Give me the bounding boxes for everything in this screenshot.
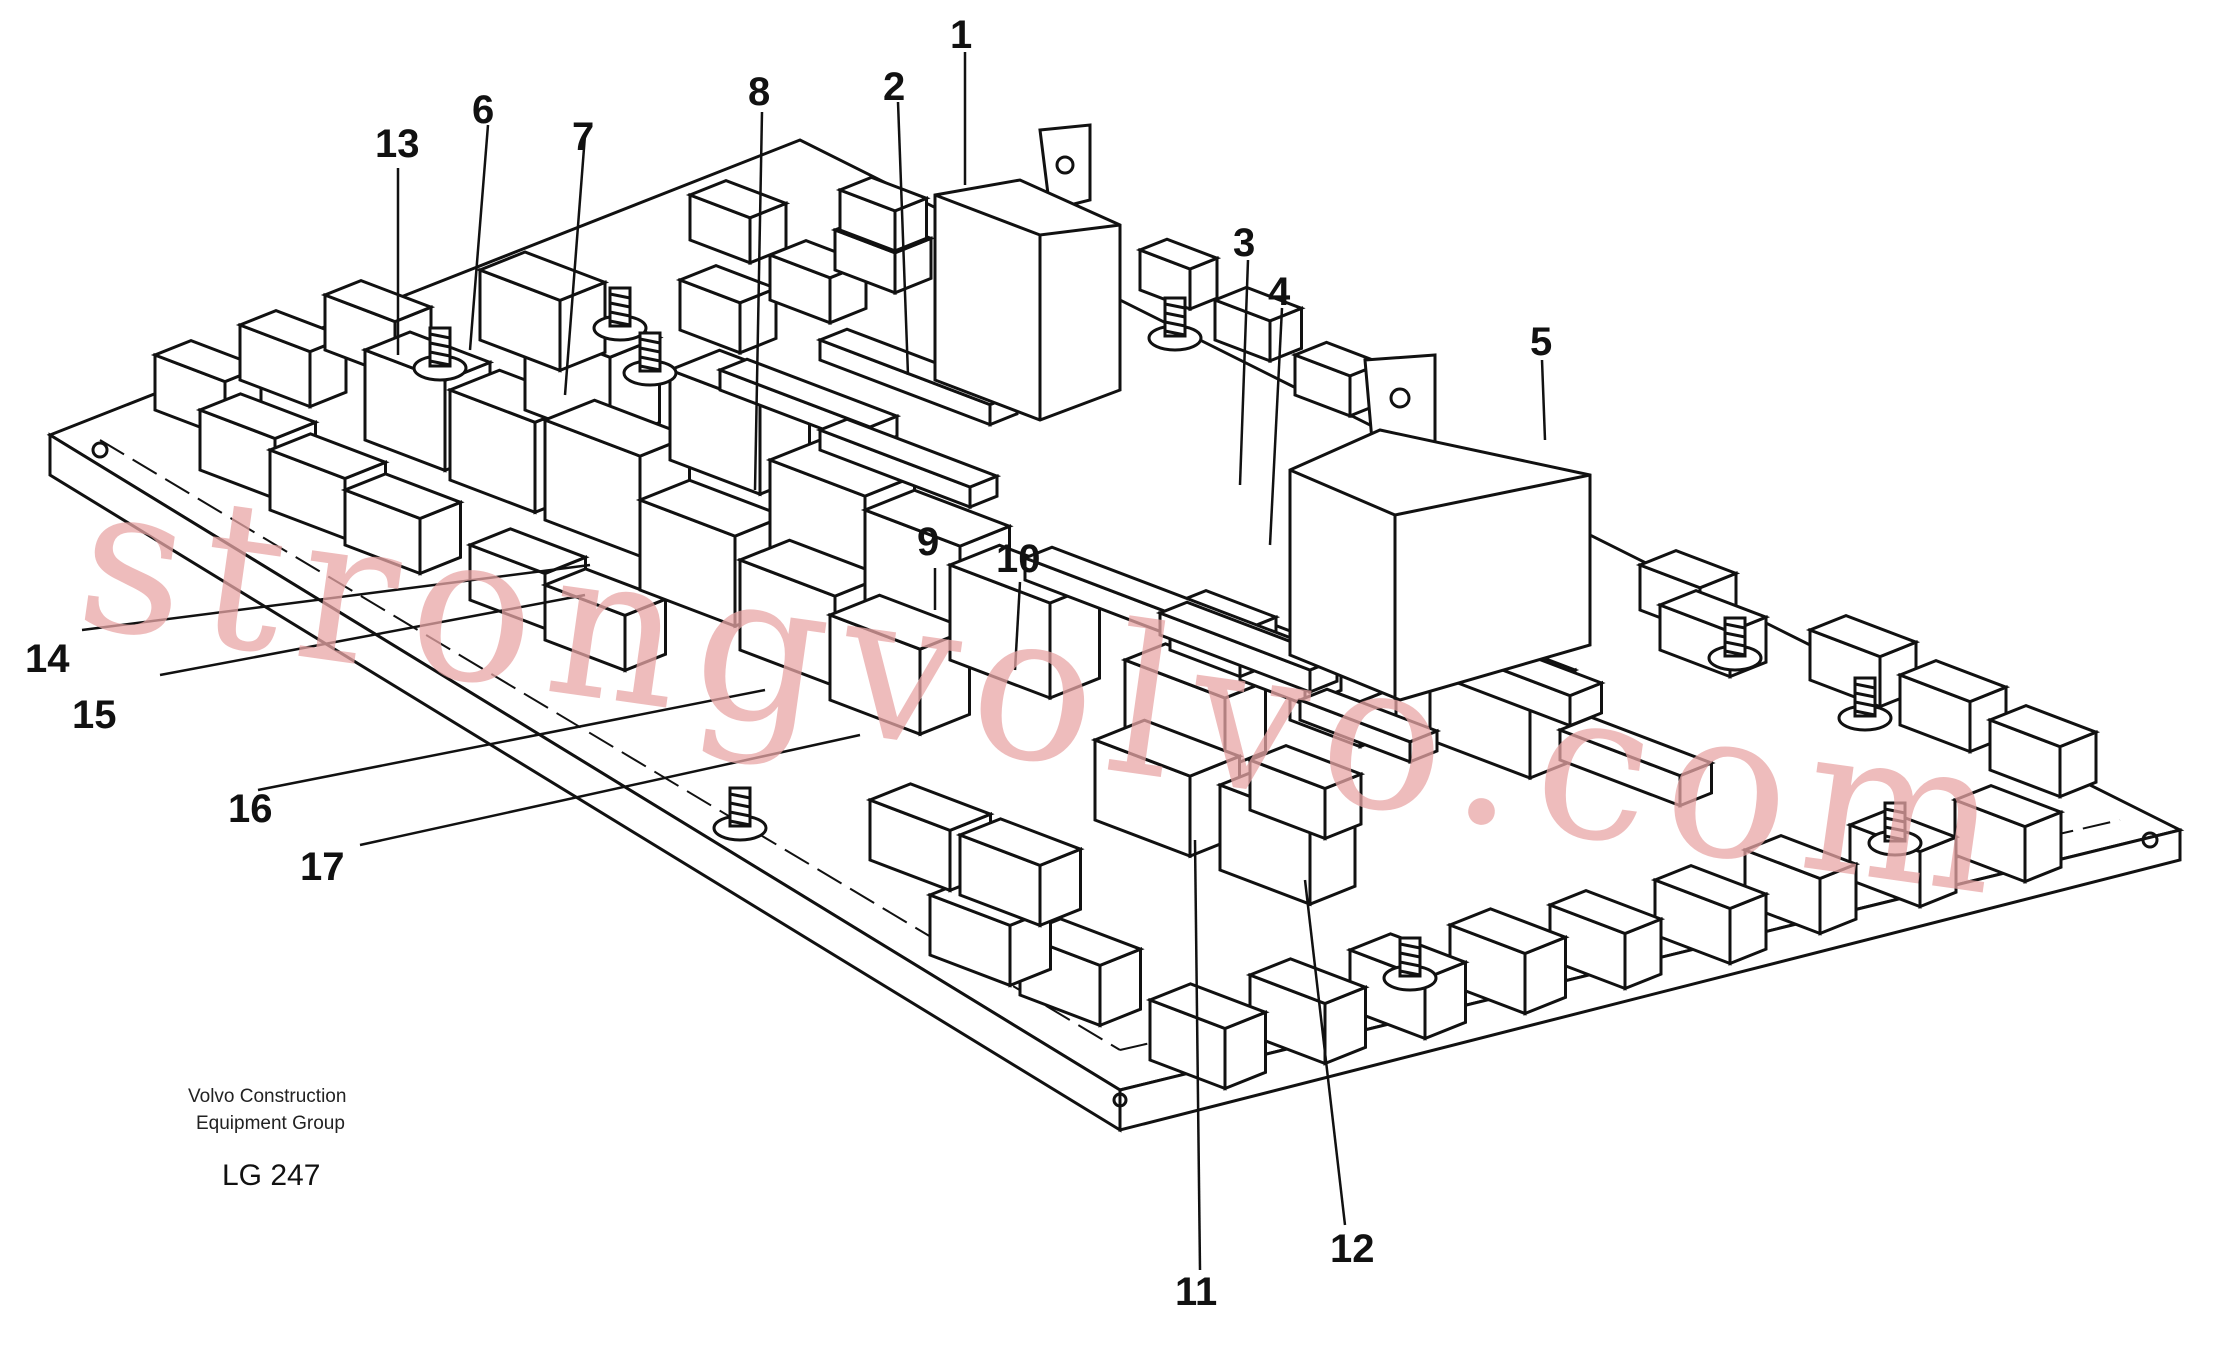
- callout-10: 10: [996, 537, 1041, 581]
- board-component: [1445, 907, 1570, 1016]
- mounting-bolt: [622, 331, 678, 387]
- board-component: [1145, 982, 1270, 1091]
- callout-2: 2: [883, 65, 905, 109]
- board-component: [1245, 957, 1370, 1066]
- board-component: [835, 175, 931, 254]
- callout-4: 4: [1268, 270, 1291, 314]
- callout-3: 3: [1233, 221, 1255, 265]
- mounting-bolt: [1707, 616, 1763, 672]
- board-component: [825, 593, 974, 737]
- board-component: [1985, 703, 2101, 799]
- callout-16: 16: [228, 787, 273, 831]
- callout-5: 5: [1530, 320, 1552, 364]
- leader-lines: [81, 52, 1547, 1271]
- board-component: [955, 817, 1085, 928]
- mounting-bolt: [712, 786, 768, 842]
- board-component: [1650, 863, 1771, 966]
- board-component: [1210, 285, 1306, 364]
- relay-large-5: [1288, 353, 1592, 702]
- relay-large-1: [933, 123, 1122, 422]
- board-component: [1555, 715, 1716, 808]
- figure-id: LG 247: [222, 1159, 320, 1192]
- callout-11: 11: [1175, 1270, 1217, 1314]
- callout-6: 6: [472, 88, 494, 132]
- mounting-bolt: [412, 326, 468, 382]
- board-component: [1740, 833, 1861, 936]
- board-component: [945, 543, 1104, 701]
- callout-9: 9: [917, 520, 939, 564]
- callout-1: 1: [950, 13, 972, 57]
- board-components: [150, 175, 2101, 1091]
- board-component: [1545, 888, 1666, 991]
- board-component: [1295, 687, 1442, 765]
- callout-13: 13: [375, 122, 420, 166]
- callout-7: 7: [572, 115, 594, 159]
- callout-17: 17: [300, 845, 345, 889]
- mounting-bolt: [1837, 676, 1893, 732]
- callout-12: 12: [1330, 1227, 1375, 1271]
- board-component: [340, 472, 465, 576]
- mounting-bolt: [1147, 296, 1203, 352]
- callout-8: 8: [748, 70, 770, 114]
- credit-line-2: Equipment Group: [196, 1113, 345, 1134]
- callout-14: 14: [25, 637, 70, 681]
- credit-line-1: Volvo Construction: [188, 1086, 346, 1107]
- board-component: [1950, 783, 2066, 884]
- mounting-bolt: [1867, 801, 1923, 857]
- mounting-bolt: [592, 286, 648, 342]
- callout-15: 15: [72, 693, 117, 737]
- board-component: [1245, 743, 1366, 841]
- mounting-bolt: [1382, 936, 1438, 992]
- board-component: [815, 417, 1002, 510]
